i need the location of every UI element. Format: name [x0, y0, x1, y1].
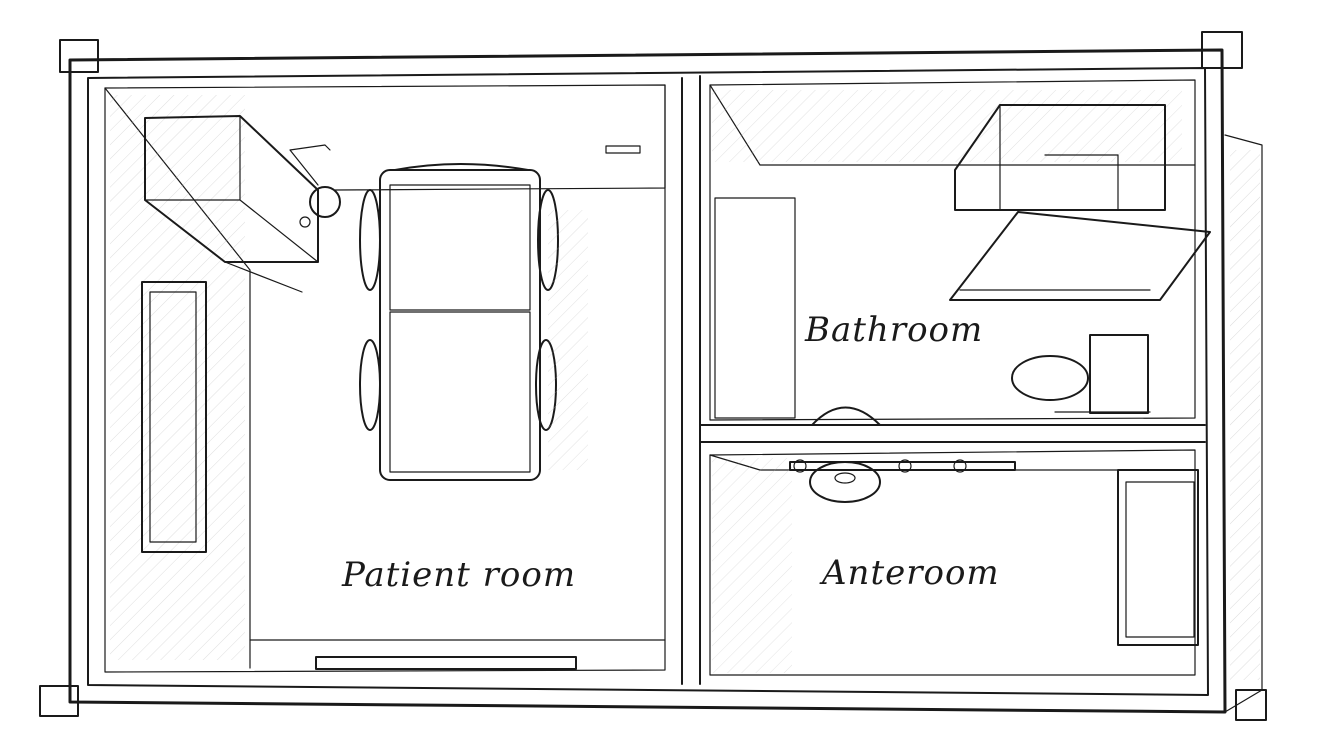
- hospital-bed: [359, 163, 588, 481]
- anteroom: [709, 449, 1199, 676]
- anteroom-label: Anteroom: [822, 553, 1000, 593]
- patient-room: [104, 84, 666, 673]
- bathroom: [709, 79, 1211, 426]
- patient-room-label: Patient room: [342, 555, 577, 595]
- interior-walls: [681, 75, 1206, 685]
- outer-walls: [68, 48, 1263, 714]
- bathroom-label: Bathroom: [805, 310, 984, 350]
- corner-posts: [39, 31, 1267, 721]
